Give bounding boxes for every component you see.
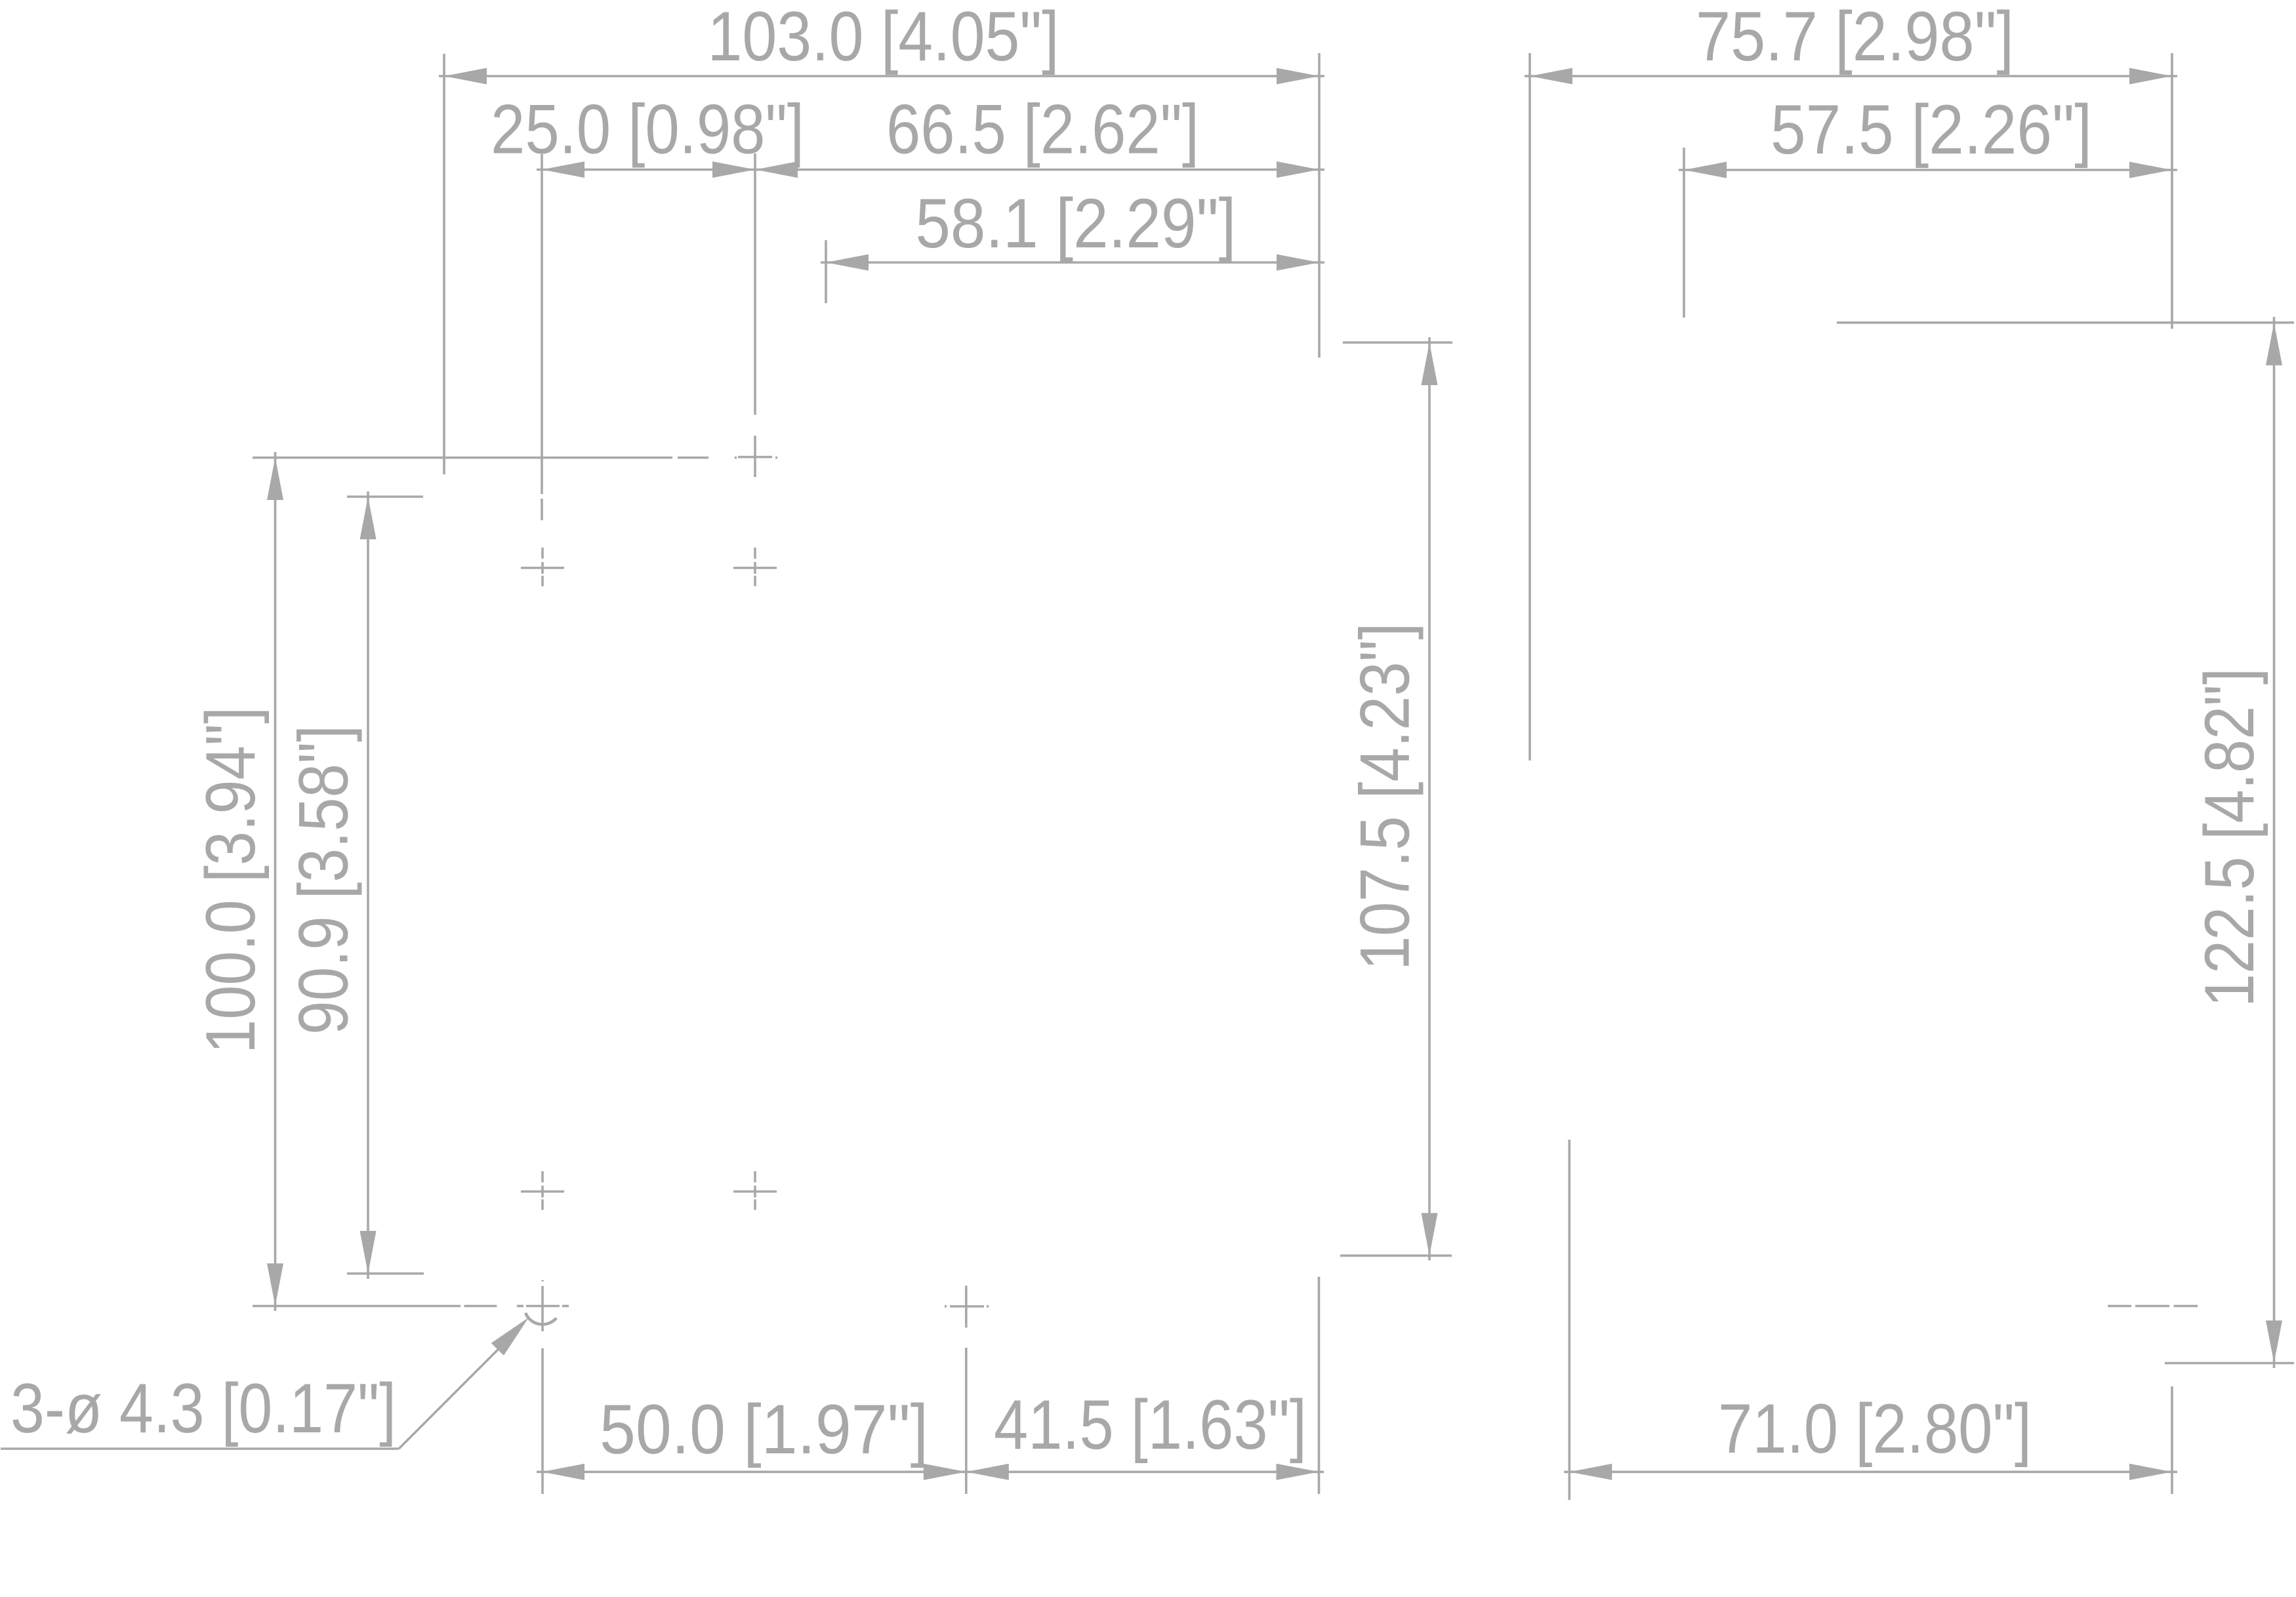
svg-text:58.1 [2.29"]: 58.1 [2.29"] — [915, 184, 1236, 262]
svg-text:25.0 [0.98"]: 25.0 [0.98"] — [491, 90, 804, 169]
svg-text:90.9 [3.58"]: 90.9 [3.58"] — [284, 725, 363, 1035]
svg-text:122.5 [4.82"]: 122.5 [4.82"] — [2190, 668, 2268, 1007]
svg-text:57.5 [2.26"]: 57.5 [2.26"] — [1771, 90, 2092, 169]
svg-text:41.5 [1.63"]: 41.5 [1.63"] — [994, 1385, 1307, 1464]
svg-text:71.0 [2.80"]: 71.0 [2.80"] — [1718, 1389, 2032, 1468]
svg-text:107.5 [4.23"]: 107.5 [4.23"] — [1345, 623, 1424, 970]
svg-text:3-ø 4.3 [0.17"]: 3-ø 4.3 [0.17"] — [10, 1369, 396, 1447]
svg-text:50.0 [1.97"]: 50.0 [1.97"] — [600, 1390, 928, 1468]
svg-text:75.7 [2.98"]: 75.7 [2.98"] — [1696, 0, 2014, 75]
svg-text:100.0 [3.94"]: 100.0 [3.94"] — [191, 707, 270, 1054]
svg-text:103.0 [4.05"]: 103.0 [4.05"] — [708, 0, 1059, 75]
svg-text:66.5 [2.62"]: 66.5 [2.62"] — [886, 90, 1199, 169]
